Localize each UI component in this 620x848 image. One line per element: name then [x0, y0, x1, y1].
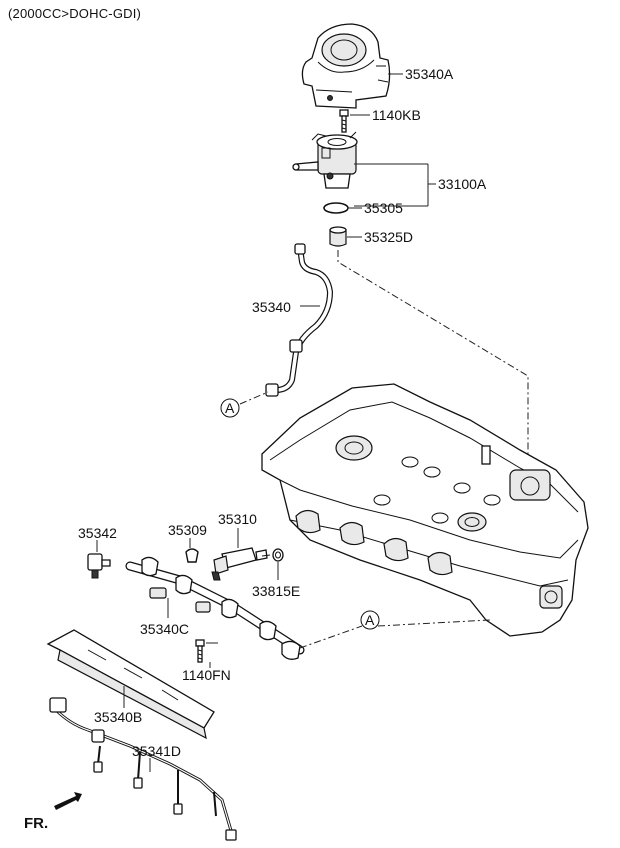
high-pressure-pump-33100A[interactable] — [292, 131, 358, 189]
injector-wiring-harness-35341D[interactable] — [49, 697, 237, 841]
label-35340: 35340 — [252, 299, 291, 315]
label-35305: 35305 — [364, 200, 403, 216]
front-direction-label: FR. — [24, 815, 48, 832]
ref-a-left-label: A — [225, 400, 235, 416]
label-35340A: 35340A — [405, 66, 454, 82]
fuel-injector-35310[interactable] — [211, 547, 271, 581]
fuel-pressure-sensor-35342[interactable] — [87, 553, 111, 579]
label-35310: 35310 — [218, 511, 257, 527]
label-35340C: 35340C — [140, 621, 189, 637]
label-35340B: 35340B — [94, 709, 142, 725]
fuel-rail-cover-35340B[interactable] — [46, 629, 215, 740]
label-1140FN: 1140FN — [182, 667, 231, 683]
label-33815E: 33815E — [252, 583, 300, 599]
bolt-1140FN[interactable] — [195, 639, 205, 663]
tappet-35325D[interactable] — [329, 226, 347, 247]
label-35325D: 35325D — [364, 229, 413, 245]
reference-a-right — [360, 610, 380, 630]
fuel-rail-35340C[interactable] — [125, 556, 305, 660]
engine-spec-header: (2000CC>DOHC-GDI) — [8, 6, 142, 21]
front-arrow-icon — [54, 792, 82, 810]
pump-cover-35340A[interactable] — [301, 23, 391, 109]
reference-a-left — [220, 398, 240, 418]
injector-seal-33815E[interactable] — [272, 548, 284, 562]
label-1140KB: 1140KB — [372, 107, 421, 123]
injector-clip-35309[interactable] — [185, 548, 199, 563]
label-35341D: 35341D — [132, 743, 181, 759]
bolt-1140KB[interactable] — [339, 109, 349, 133]
label-33100A: 33100A — [438, 176, 487, 192]
label-35309: 35309 — [168, 522, 207, 538]
ref-a-right-label: A — [365, 612, 375, 628]
fuel-pipe-35340[interactable] — [265, 243, 334, 397]
o-ring-35305[interactable] — [323, 202, 349, 214]
label-35342: 35342 — [78, 525, 117, 541]
cylinder-head-assembly — [261, 383, 589, 637]
